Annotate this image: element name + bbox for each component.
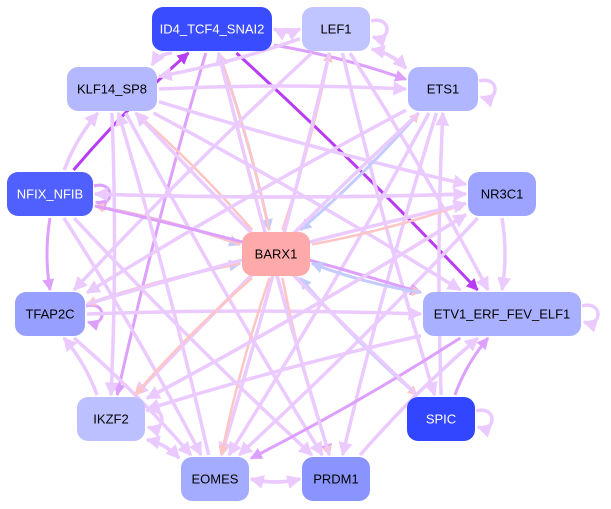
edge-eomes-to-klf14_sp8 <box>115 111 211 456</box>
node-box <box>15 292 85 336</box>
node-nfix-nfib[interactable]: NFIX_NFIB <box>7 172 93 216</box>
node-label: PRDM1 <box>313 472 359 487</box>
node-box <box>302 7 370 51</box>
edge-nfix_nfib-to-eomes <box>62 217 203 457</box>
edge-eomes-to-ikzf2 <box>145 435 181 460</box>
node-tfap2c[interactable]: TFAP2C <box>15 292 85 336</box>
edge-klf14_sp8-to-ikzf2 <box>104 112 119 397</box>
edge-lef1-to-spic <box>340 52 438 397</box>
node-box <box>407 397 475 441</box>
node-box <box>152 7 272 51</box>
node-nr3c1[interactable]: NR3C1 <box>468 172 536 216</box>
edge-lef1-to-klf14_sp8 <box>157 36 301 82</box>
edge-ikzf2-to-tfap2c <box>62 336 99 396</box>
edge-etv1_erf_fev_elf1-to-barx1 <box>310 261 422 294</box>
edge-klf14_sp8-to-etv1_erf_fev_elf1 <box>152 111 462 292</box>
node-id4-tcf4-snai2[interactable]: ID4_TCF4_SNAI2 <box>152 7 272 51</box>
node-box <box>77 397 145 441</box>
edge-barx1-to-id4_tcf4_snai2 <box>217 52 271 231</box>
edge-nfix_nfib-to-prdm1 <box>72 216 314 457</box>
edge-id4_tcf4_snai2-to-ikzf2 <box>113 52 208 397</box>
edge-spic-to-ets1 <box>435 111 450 396</box>
edge-nr3c1-to-nfix_nfib <box>93 187 467 202</box>
node-label: LEF1 <box>320 22 351 37</box>
edge-klf14_sp8-to-nr3c1 <box>158 99 468 189</box>
edge-nfix_nfib-to-klf14_sp8 <box>62 111 100 171</box>
edge-etv1_erf_fev_elf1-to-ikzf2 <box>145 334 422 413</box>
edge-lef1-to-etv1_erf_fev_elf1 <box>348 52 490 292</box>
edge-spic-to-etv1_erf_fev_elf1 <box>453 337 490 396</box>
edge-etv1_erf_fev_elf1-to-eomes <box>249 336 462 460</box>
edge-tfap2c-to-etv1_erf_fev_elf1 <box>86 306 423 321</box>
node-box <box>181 457 249 501</box>
node-box <box>423 292 581 336</box>
node-etv1-erf-fev-elf1[interactable]: ETV1_ERF_FEV_ELF1 <box>423 292 581 336</box>
edge-ets1-to-lef1 <box>370 45 408 70</box>
edge-barx1-to-eomes <box>218 277 271 456</box>
node-label: NR3C1 <box>481 187 524 202</box>
node-ikzf2[interactable]: IKZF2 <box>77 397 145 441</box>
node-label: ETV1_ERF_FEV_ELF1 <box>434 307 571 322</box>
node-label: NFIX_NFIB <box>17 187 83 202</box>
edge-ets1-to-ets1 <box>478 78 497 108</box>
node-spic[interactable]: SPIC <box>407 397 475 441</box>
edge-id4_tcf4_snai2-to-klf14_sp8 <box>150 50 173 67</box>
node-label: EOMES <box>192 472 239 487</box>
edge-barx1-to-ikzf2 <box>134 277 253 396</box>
node-box <box>408 67 478 111</box>
node-ets1[interactable]: ETS1 <box>408 67 478 111</box>
edge-ets1-to-tfap2c <box>85 108 407 295</box>
edge-ets1-to-eomes <box>227 112 431 457</box>
node-label: KLF14_SP8 <box>77 82 147 97</box>
edge-klf14_sp8-to-ets1 <box>158 81 408 96</box>
node-box <box>67 67 157 111</box>
node-box <box>7 172 93 216</box>
edge-nr3c1-to-etv1_erf_fev_elf1 <box>497 217 511 292</box>
node-label: SPIC <box>426 412 456 427</box>
node-box <box>302 457 370 501</box>
edge-nfix_nfib-to-tfap2c <box>42 217 55 292</box>
edge-spic-to-spic <box>475 408 494 438</box>
node-barx1[interactable]: BARX1 <box>242 232 310 276</box>
node-lef1[interactable]: LEF1 <box>302 7 370 51</box>
node-label: ID4_TCF4_SNAI2 <box>160 22 265 37</box>
edge-lef1-to-id4_tcf4_snai2 <box>272 27 301 41</box>
node-box <box>468 172 536 216</box>
node-label: BARX1 <box>255 247 298 262</box>
node-prdm1[interactable]: PRDM1 <box>302 457 370 501</box>
edge-lef1-to-lef1 <box>370 18 389 48</box>
edge-etv1_erf_fev_elf1-to-etv1_erf_fev_elf1 <box>581 303 600 333</box>
node-eomes[interactable]: EOMES <box>181 457 249 501</box>
edge-prdm1-to-eomes <box>249 475 301 489</box>
node-label: TFAP2C <box>25 307 74 322</box>
node-label: IKZF2 <box>93 412 128 427</box>
node-label: ETS1 <box>427 82 460 97</box>
node-box <box>242 232 310 276</box>
edge-id4_tcf4_snai2-to-ets1 <box>273 43 408 82</box>
node-klf14-sp8[interactable]: KLF14_SP8 <box>67 67 157 111</box>
edge-klf14_sp8-to-prdm1 <box>124 112 324 457</box>
